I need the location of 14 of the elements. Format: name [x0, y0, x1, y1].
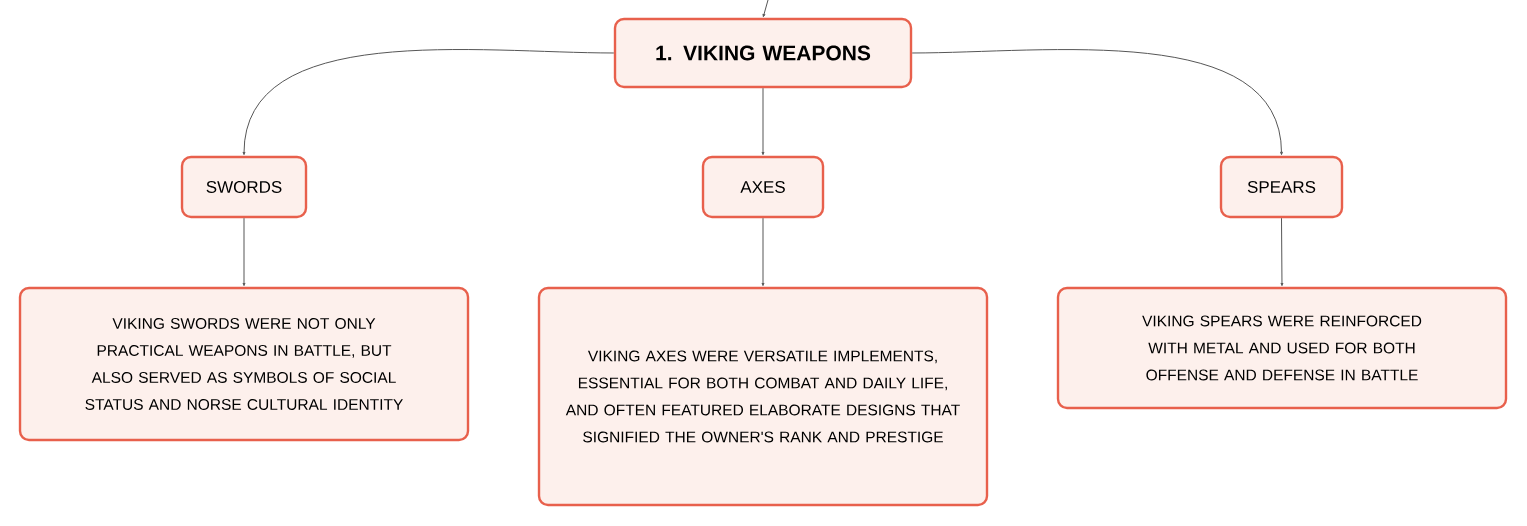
topic-box: SWORDS: [180, 155, 308, 219]
topic-box: SPEARS: [1219, 155, 1344, 219]
arrow: [911, 49, 1283, 156]
topic-box: AXES: [701, 155, 825, 219]
arrow: [242, 49, 615, 156]
description-box: VIKING SPEARS WERE REINFORCED WITH METAL AND USED FOR BOTH OFFENSE AND DEFENSE IN BATTLE: [1056, 286, 1508, 410]
title-box: 1. VIKING WEAPONS: [613, 17, 913, 89]
arrow: [242, 217, 246, 287]
description-box: VIKING SWORDS WERE NOT ONLY PRACTICAL WEAPONS IN BATTLE, BUT ALSO SERVED AS SYMBOLS OF SOCIAL STATUS AND NORSE CULTURAL IDENTITY: [18, 286, 470, 442]
description-box: VIKING AXES WERE VERSATILE IMPLEMENTS, ESSENTIAL FOR BOTH COMBAT AND DAILY LIFE, AND OFTEN FEATURED ELABORATE DESIGNS THAT SIGNIFIED THE OWNER'S RANK AND PRESTIGE: [537, 286, 989, 507]
arrow: [762, 0, 769, 18]
arrow: [1280, 217, 1284, 287]
arrow: [761, 87, 765, 156]
arrow: [761, 217, 765, 287]
